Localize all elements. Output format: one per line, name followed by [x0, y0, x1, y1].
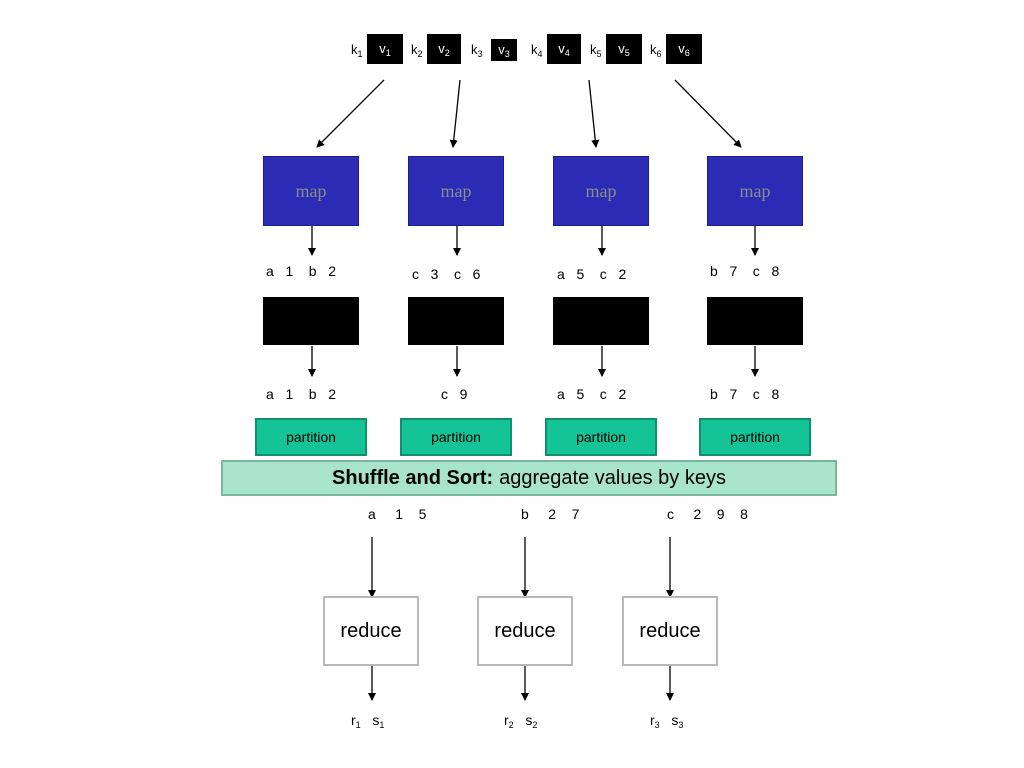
reduce-box-2: reduce: [477, 596, 573, 666]
combiner-box-4: [707, 297, 803, 345]
grouped-values-a: a 1 5: [368, 506, 427, 522]
partition-box-2: partition: [400, 418, 512, 456]
reduce-box-3: reduce: [622, 596, 718, 666]
map-output-4: b 7 c 8: [710, 263, 780, 279]
map-output-2: c 3 c 6: [412, 266, 481, 282]
input-value-1: v1: [367, 34, 403, 64]
reduce-output-2: r2 s2: [504, 712, 538, 730]
input-key-1: k1: [351, 42, 363, 59]
grouped-values-b: b 2 7: [521, 506, 580, 522]
map-box-3: map: [553, 156, 649, 226]
shuffle-title: Shuffle and Sort:: [332, 466, 494, 489]
input-key-4: k4: [531, 42, 543, 59]
input-key-3: k3: [471, 42, 483, 59]
map-box-1: map: [263, 156, 359, 226]
input-pairs: k1 v1 k2 v2 k3 v3 k4 v4 k5 v5 k6 v6: [0, 34, 1024, 66]
arrow-input-to-map-2: [449, 79, 461, 148]
map-box-4: map: [707, 156, 803, 226]
reduce-box-1: reduce: [323, 596, 419, 666]
shuffle-and-sort-bar: Shuffle and Sort: aggregate values by ke…: [221, 460, 837, 496]
shuffle-description: aggregate values by keys: [499, 466, 726, 489]
arrow-input-to-map-3: [588, 79, 600, 148]
partition-box-4: partition: [699, 418, 811, 456]
map-output-3: a 5 c 2: [557, 266, 627, 282]
input-value-5: v5: [606, 34, 642, 64]
input-value-2: v2: [427, 34, 461, 64]
combiner-box-2: [408, 297, 504, 345]
map-box-2: map: [408, 156, 504, 226]
input-value-3: v3: [491, 39, 517, 61]
combiner-output-1: a 1 b 2: [266, 386, 337, 402]
combiner-output-4: b 7 c 8: [710, 386, 780, 402]
combiner-output-2: c 9: [441, 386, 468, 402]
input-key-2: k2: [411, 42, 423, 59]
reduce-output-1: r1 s1: [351, 712, 385, 730]
input-value-4: v4: [547, 34, 581, 64]
partition-box-3: partition: [545, 418, 657, 456]
reduce-output-3: r3 s3: [650, 712, 684, 730]
arrow-input-to-map-4: [674, 79, 742, 148]
arrow-input-to-map-1: [316, 79, 385, 148]
input-value-6: v6: [666, 34, 702, 64]
partition-box-1: partition: [255, 418, 367, 456]
input-key-6: k6: [650, 42, 662, 59]
input-key-5: k5: [590, 42, 602, 59]
map-output-1: a 1 b 2: [266, 263, 337, 279]
combiner-box-3: [553, 297, 649, 345]
combiner-output-3: a 5 c 2: [557, 386, 627, 402]
combiner-box-1: [263, 297, 359, 345]
grouped-values-c: c 2 9 8: [667, 506, 748, 522]
